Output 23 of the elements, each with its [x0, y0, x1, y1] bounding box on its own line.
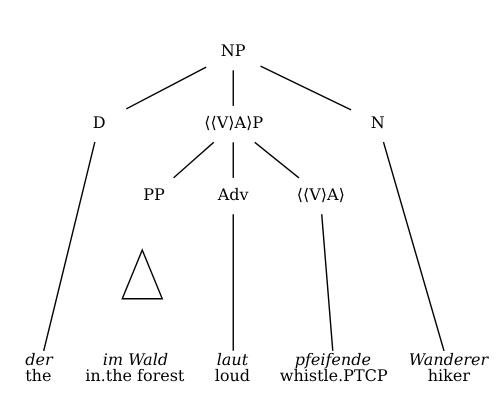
connector [126, 66, 206, 109]
node-text: laut loud [214, 349, 250, 384]
connector [260, 65, 352, 110]
node-text: im Wald in.the forest [85, 349, 184, 384]
connector [382, 141, 445, 351]
connector [43, 141, 96, 351]
node-triangle [121, 248, 164, 299]
node-text: D [92, 112, 106, 132]
node-text: N [370, 112, 385, 132]
connector [232, 142, 234, 178]
connector [254, 141, 300, 178]
connector [173, 141, 214, 178]
node-text: Adv [218, 184, 249, 204]
node-text: ⟨⟨V⟩A⟩P [204, 112, 264, 132]
node-text: NP [220, 40, 246, 60]
connector [232, 70, 234, 106]
connector [321, 214, 334, 350]
node-text: der the [25, 349, 53, 384]
connector [232, 214, 234, 350]
node-text: ⟨⟨V⟩A⟩ [296, 184, 345, 204]
node-text: PP [143, 184, 165, 204]
node-text: Wanderer hiker [408, 349, 488, 384]
node-text: pfeifende whistle.PTCP [280, 349, 388, 384]
